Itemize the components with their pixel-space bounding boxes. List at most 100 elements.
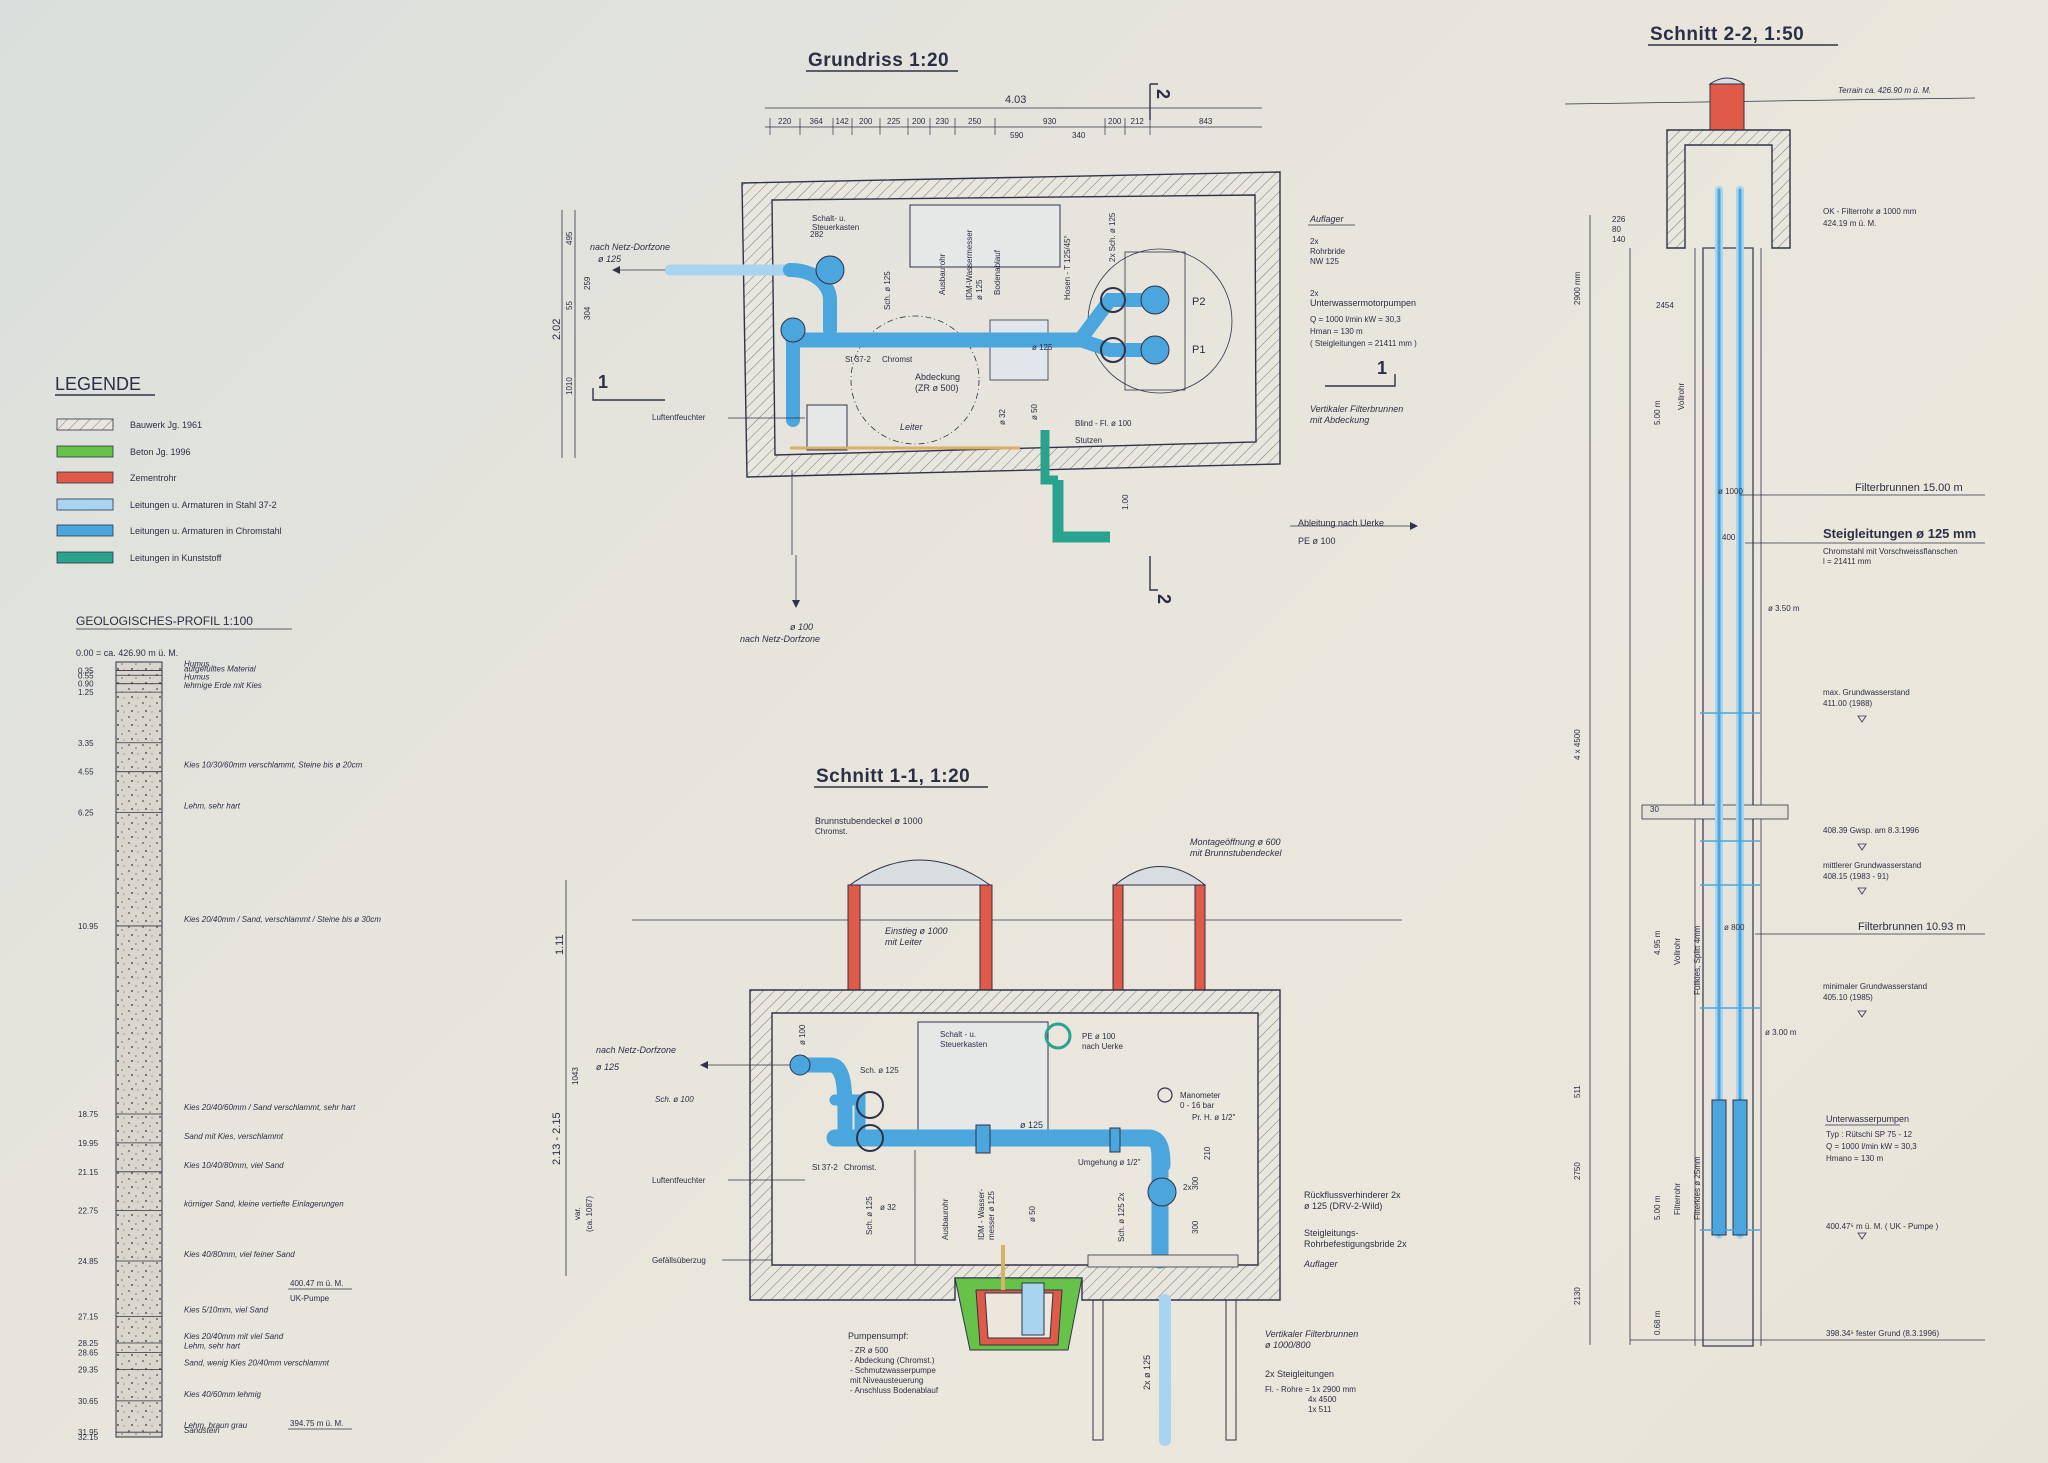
label-d32: ø 32	[998, 408, 1007, 425]
dim-340: 340	[1072, 131, 1086, 140]
label-fb15: Filterbrunnen 15.00 m	[1855, 482, 1963, 494]
dim-d800: ø 800	[1724, 923, 1745, 932]
geo-layer-desc: Humus	[184, 673, 209, 682]
label-deckel: Brunnstubendeckel ø 1000	[815, 816, 923, 826]
dim-282: 282	[810, 230, 824, 239]
label-gefaell: Gefällsüberzug	[652, 1256, 706, 1265]
dim-2454: 2454	[1656, 301, 1674, 310]
label-d50: ø 50	[1028, 1205, 1037, 1222]
water-level-triangle	[1857, 715, 1867, 723]
label-sch125-2x: 2x Sch. ø 125	[1108, 212, 1117, 262]
schnitt11-title: Schnitt 1-1, 1:20	[816, 766, 970, 787]
label-einstieg-leiter: mit Leiter	[885, 937, 923, 947]
geo-depth-label: 4.55	[78, 768, 94, 777]
label-steuerkasten: Steuerkasten	[812, 223, 859, 232]
label-mingw2: 405.10 (1985)	[1823, 993, 1873, 1002]
dim-226: 226	[1612, 215, 1626, 224]
label-hosen-t: Hosen - T 125/45°	[1063, 235, 1072, 300]
label-manometer: Manometer	[1180, 1091, 1221, 1100]
geological-profile: GEOLOGISCHES-PROFIL 1:100 0.00 = ca. 426…	[76, 614, 381, 1442]
geo-marker-uk: 400.47 m ü. M.	[290, 1279, 343, 1288]
geo-layer-desc: Lehm, sehr hart	[184, 1342, 241, 1351]
label-ausbaurohr: Ausbaurohr	[941, 1198, 950, 1240]
legend-label-zementrohr: Zementrohr	[130, 473, 177, 483]
label-vfb-dia: ø 1000/800	[1265, 1340, 1311, 1350]
geo-depth-label: 6.25	[78, 809, 94, 818]
label-auflager: Auflager	[1309, 214, 1345, 224]
label-netz2-dia: ø 100	[790, 622, 813, 632]
dim-var: var.	[573, 1207, 582, 1220]
label-bodenablauf: Bodenablauf	[993, 249, 1002, 295]
label-chromst: Chromst	[882, 355, 913, 364]
legend-item: Leitungen u. Armaturen in Stahl 37-2	[56, 498, 277, 511]
label-sch100: Sch. ø 100	[655, 1095, 694, 1104]
label-chromst: Chromst.	[844, 1163, 876, 1172]
geo-depth-label: 22.75	[78, 1206, 99, 1215]
geo-layer-desc: Kies 40/60mm lehmig	[184, 1390, 261, 1399]
sumpf-item: - Abdeckung (Chromst.)	[850, 1356, 935, 1365]
label-schaltkasten: Schalt- u.	[812, 214, 846, 223]
dim-300b: 300	[1191, 1220, 1200, 1234]
label-steuerkasten: Steuerkasten	[940, 1040, 987, 1049]
label-blind-fl: Blind - Fl. ø 100	[1075, 419, 1132, 428]
label-sch125: Sch. ø 125	[860, 1066, 899, 1075]
dim-55: 55	[565, 301, 574, 310]
schnitt22-title: Schnitt 2-2, 1:50	[1650, 24, 1804, 45]
label-abdeckung-zr: (ZR ø 500)	[915, 383, 959, 393]
label-mittel2: 408.15 (1983 - 91)	[1823, 872, 1889, 881]
label-sch125x: Sch. ø 125 2x	[1117, 1193, 1126, 1242]
label-d50: ø 50	[1030, 403, 1039, 420]
geo-depth-label: 18.75	[78, 1110, 99, 1119]
dim-1087: (ca. 1087)	[585, 1196, 594, 1232]
dim-d1000: ø 1000	[1718, 487, 1743, 496]
section-mark-2-top: 2	[1153, 89, 1173, 99]
label-pipe125: ø 125	[1020, 1120, 1043, 1130]
label-pe100: PE ø 100	[1082, 1032, 1116, 1041]
dim-80: 80	[1612, 225, 1621, 234]
label-montage: Montageöffnung ø 600	[1190, 837, 1281, 847]
label-rv2: ø 125 (DRV-2-Wild)	[1304, 1201, 1382, 1211]
label-vfb: Vertikaler Filterbrunnen	[1265, 1329, 1358, 1339]
dim-30: 30	[1650, 805, 1659, 814]
dim-068: 0.68 m	[1653, 1310, 1662, 1335]
label-uwp: Unterwasserpumpen	[1826, 1114, 1909, 1124]
label-maxgw2: 411.00 (1988)	[1823, 699, 1873, 708]
geo-depth-label: 3.35	[78, 739, 94, 748]
dim-top-value: 220	[778, 117, 792, 126]
label-st37: St 37-2	[812, 1163, 838, 1172]
geo-layer-desc: Kies 10/30/60mm verschlammt, Steine bis …	[184, 761, 363, 770]
dim-top-value: 200	[859, 117, 873, 126]
geo-depth-label: 1.25	[78, 688, 94, 697]
label-terrain: Terrain ca. 426.90 m ü. M.	[1838, 86, 1931, 95]
label-netz-dorfzone: nach Netz-Dorfzone	[590, 242, 670, 252]
dim-top-value: 930	[1043, 117, 1057, 126]
label-maxgw: max. Grundwasserstand	[1823, 688, 1910, 697]
label-pipe125: ø 125	[1032, 343, 1053, 352]
section-1-1: Schnitt 1-1, 1:20	[551, 766, 1407, 1446]
dim-top-value: 200	[912, 117, 926, 126]
section-2-2: Schnitt 2-2, 1:50 Terrain ca. 426.90 m ü…	[1564, 24, 1985, 1347]
dim-259: 259	[583, 276, 592, 290]
label-vollrohr: Vollrohr	[1677, 383, 1686, 410]
label-schaltkasten: Schalt - u.	[940, 1030, 976, 1039]
dim-top-value: 200	[1108, 117, 1122, 126]
label-ableitung-pe: PE ø 100	[1298, 536, 1336, 546]
dim-495: 4.95 m	[1653, 930, 1662, 955]
dim-top-value: 212	[1131, 117, 1145, 126]
legend-label-stahl: Leitungen u. Armaturen in Stahl 37-2	[130, 500, 277, 510]
dim-400: 400	[1722, 533, 1736, 542]
dim-top-value: 225	[887, 117, 901, 126]
water-level-triangle	[1857, 843, 1867, 851]
sumpf-item: - Anschluss Bodenablauf	[850, 1386, 939, 1395]
label-vollrohr2: Vollrohr	[1673, 938, 1682, 965]
legend-item: Leitungen in Kunststoff	[56, 551, 222, 564]
dim-top-value: 364	[810, 117, 824, 126]
label-luftentfeuchter: Luftentfeuchter	[652, 413, 706, 422]
label-uwp2: Typ : Rütschi SP 75 - 12	[1826, 1130, 1913, 1139]
sumpf-item: - Schmutzwasserpumpe	[850, 1366, 936, 1375]
label-uwp-2x: 2x	[1310, 289, 1318, 298]
label-rohrbride-2x: 2x	[1310, 237, 1318, 246]
geo-marker-uk-sub: UK-Pumpe	[290, 1294, 330, 1303]
dim-d300: ø 3.00 m	[1765, 1028, 1797, 1037]
